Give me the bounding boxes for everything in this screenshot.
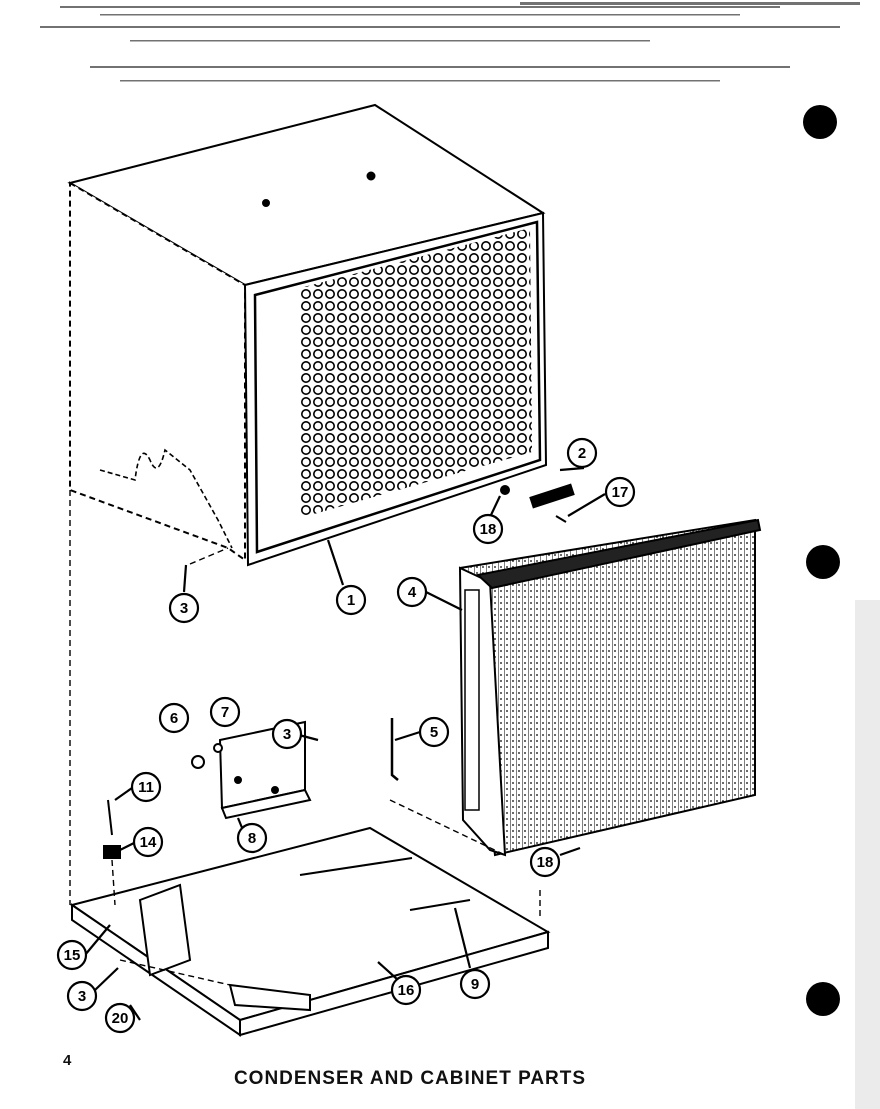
callout-label: 1 (347, 592, 355, 609)
callout-label: 15 (64, 947, 81, 964)
callout-label: 11 (138, 779, 154, 796)
callout-label: 3 (78, 988, 86, 1005)
fan-rail (529, 483, 575, 509)
cabinet-shell (67, 103, 548, 567)
callout-label: 4 (408, 584, 417, 601)
callout-label: 2 (578, 445, 586, 462)
condenser-coil (458, 518, 762, 857)
callout-label: 18 (537, 854, 554, 871)
scan-artifacts (40, 2, 860, 82)
callout-label: 6 (170, 710, 178, 727)
base-pan (69, 826, 551, 1037)
wire-harness (99, 448, 233, 549)
callout-label: 8 (248, 830, 256, 847)
callout-label: 20 (112, 1010, 129, 1027)
callout-label: 16 (398, 982, 415, 999)
page-title: CONDENSER AND CABINET PARTS (233, 1068, 587, 1089)
callout-label: 18 (480, 521, 497, 538)
coil-gasket (390, 718, 399, 781)
callout-label: 3 (283, 726, 291, 743)
callouts (56, 437, 636, 1034)
callout-label: 17 (612, 484, 629, 501)
callout-label: 7 (221, 704, 229, 721)
page-number: 4 (63, 1052, 72, 1069)
rail-screw (555, 515, 567, 523)
binder-hole-bottom (806, 982, 840, 1016)
callout-label: 9 (471, 976, 479, 993)
scan-edge (855, 600, 880, 1109)
callout-label: 3 (180, 600, 188, 617)
callout-label: 5 (430, 724, 438, 741)
binder-hole-middle (806, 545, 840, 579)
shoulder-bolt (103, 799, 121, 859)
assembly-lines (69, 490, 541, 986)
callout-label: 14 (140, 834, 157, 851)
binder-hole-top (803, 105, 837, 139)
